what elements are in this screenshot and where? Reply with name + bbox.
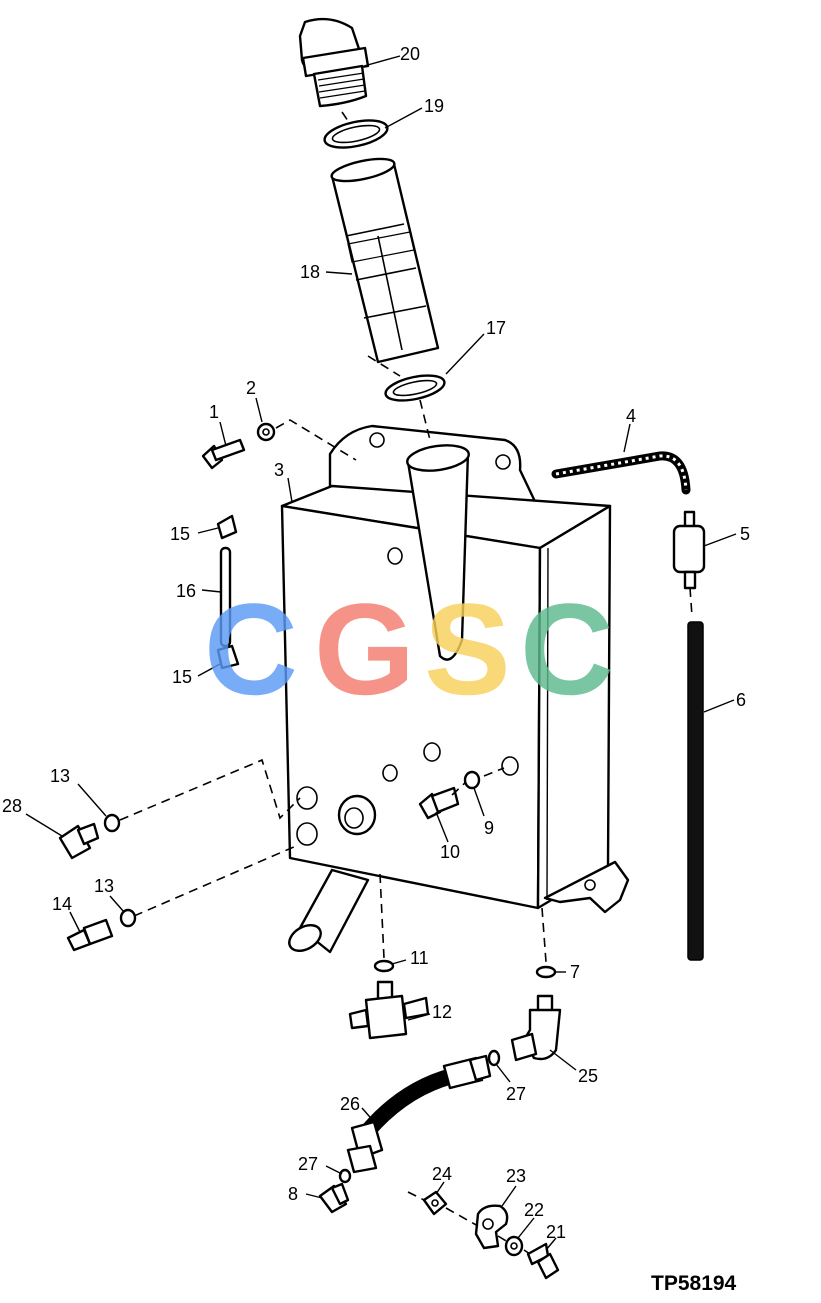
o-ring-part-9 xyxy=(463,770,481,790)
callout-9: 9 xyxy=(484,818,494,838)
callout-11: 11 xyxy=(410,948,429,968)
filter-part-5 xyxy=(672,510,706,590)
callout-15-lower: 15 xyxy=(172,667,192,687)
callout-23: 23 xyxy=(506,1166,526,1186)
line-part-4 xyxy=(551,451,691,495)
tube-part-16 xyxy=(219,546,232,648)
plug-part-28 xyxy=(58,822,100,860)
callout-14: 14 xyxy=(52,894,72,914)
o-ring-part-11 xyxy=(373,959,395,973)
callout-21: 21 xyxy=(546,1222,566,1242)
watermark-letter-g: G xyxy=(314,576,415,722)
o-ring-part-7 xyxy=(535,965,557,979)
callout-4: 4 xyxy=(626,406,636,426)
callout-19: 19 xyxy=(424,96,444,116)
plug-part-8 xyxy=(318,1182,350,1214)
fitting-part-15-top xyxy=(216,514,238,540)
bolt-part-1 xyxy=(201,438,246,470)
hydraulic-tank-part xyxy=(280,424,630,954)
callout-7: 7 xyxy=(570,962,580,982)
watermark-letter-s: S xyxy=(424,576,511,722)
callout-13-upper: 13 xyxy=(50,766,70,786)
callout-16: 16 xyxy=(176,581,196,601)
bolt-part-21 xyxy=(526,1242,560,1280)
fitting-part-14 xyxy=(66,918,114,952)
callout-22: 22 xyxy=(524,1200,544,1220)
callout-24: 24 xyxy=(432,1164,452,1184)
callout-1: 1 xyxy=(209,402,219,422)
callout-5: 5 xyxy=(740,524,750,544)
callout-3: 3 xyxy=(274,460,284,480)
fitting-part-15-bottom xyxy=(216,644,240,670)
callout-26: 26 xyxy=(340,1094,360,1114)
callout-labels: 1 2 3 4 5 6 7 8 9 10 11 12 13 13 14 15 1… xyxy=(2,44,750,1242)
callout-25: 25 xyxy=(578,1066,598,1086)
callout-6: 6 xyxy=(736,690,746,710)
filler-cap-part xyxy=(298,17,370,108)
washer-part-2 xyxy=(256,422,276,442)
nut-part-24 xyxy=(422,1190,448,1216)
tee-fitting-part-12 xyxy=(348,980,430,1040)
callout-13-lower: 13 xyxy=(94,876,114,896)
o-ring-part-27-upper xyxy=(487,1049,501,1067)
callout-10: 10 xyxy=(440,842,460,862)
callout-27-lower: 27 xyxy=(298,1154,318,1174)
callout-18: 18 xyxy=(300,262,320,282)
callout-17: 17 xyxy=(486,318,506,338)
strainer-part xyxy=(330,157,440,364)
callout-20: 20 xyxy=(400,44,420,64)
clamp-part-top xyxy=(323,119,389,149)
callout-15-upper: 15 xyxy=(170,524,190,544)
fitting-part-10 xyxy=(418,786,460,820)
o-ring-part-13-upper xyxy=(103,813,121,833)
callout-2: 2 xyxy=(246,378,256,398)
washer-part-22 xyxy=(504,1235,524,1257)
clamp-part-lower xyxy=(384,374,446,402)
elbow-part-25 xyxy=(510,994,562,1062)
callout-27-upper: 27 xyxy=(506,1084,526,1104)
hose-part-6 xyxy=(687,621,704,961)
o-ring-part-13-lower xyxy=(119,908,137,928)
o-ring-part-27-lower xyxy=(338,1168,352,1184)
watermark-letter-c2: C xyxy=(520,576,614,722)
figure-code: TP58194 xyxy=(651,1272,737,1295)
callout-12: 12 xyxy=(432,1002,452,1022)
clip-part-23 xyxy=(474,1204,509,1250)
callout-8: 8 xyxy=(288,1184,298,1204)
assembly-lines xyxy=(119,111,693,1255)
watermark-letter-c1: C xyxy=(204,576,298,722)
leader-lines xyxy=(25,55,737,1251)
hose-part-26 xyxy=(346,1054,492,1174)
watermark: C G S C xyxy=(204,576,614,722)
callout-28: 28 xyxy=(2,796,22,816)
